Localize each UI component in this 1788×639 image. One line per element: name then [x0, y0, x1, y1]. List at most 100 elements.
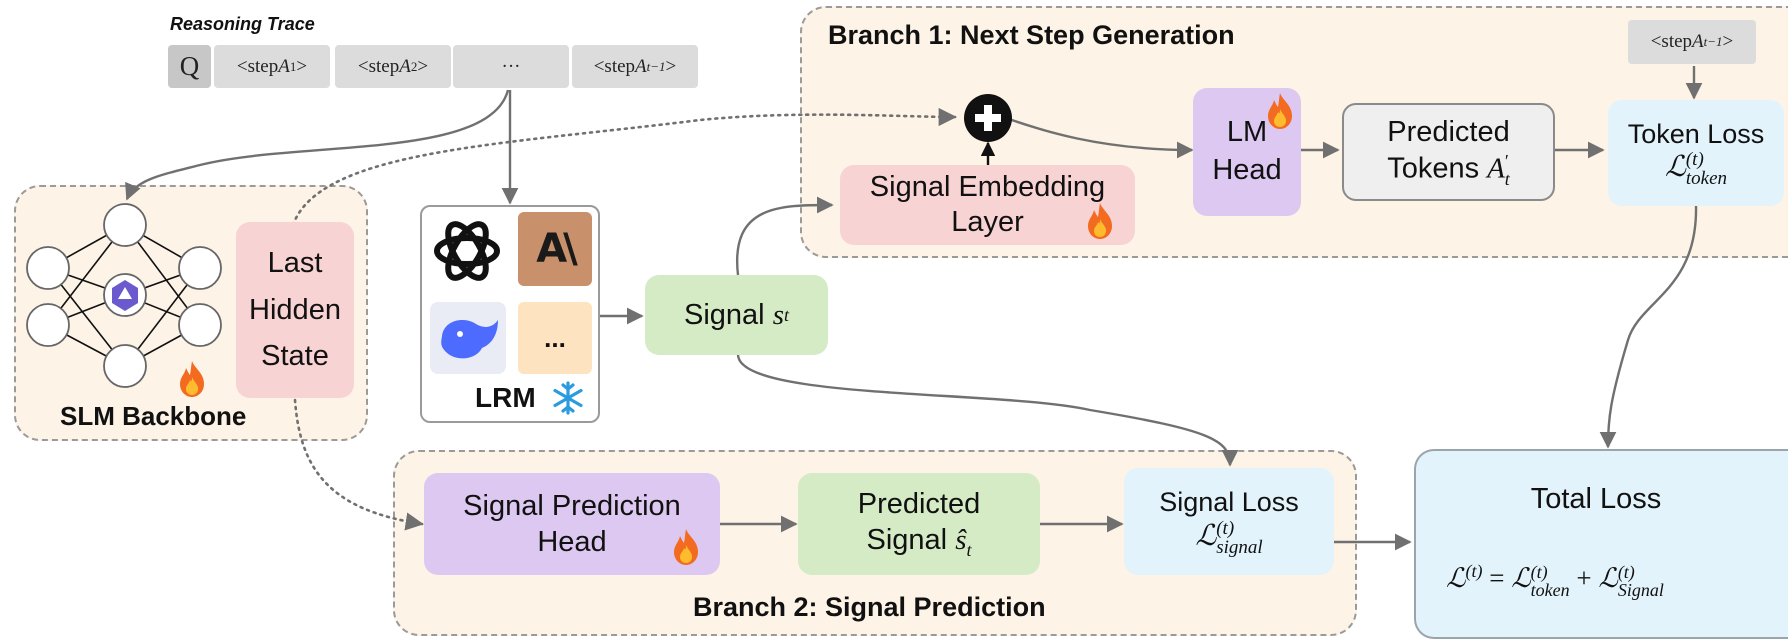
- anthropic-logo-icon: A\: [518, 212, 592, 286]
- arrow-signal-to-signal-loss: [736, 354, 1239, 467]
- predicted-tokens-line2-row: Tokens A′t: [1387, 150, 1510, 190]
- network-nodes: [26, 203, 222, 388]
- predicted-tokens-line2: Tokens: [1387, 152, 1480, 185]
- trace-step-var: A: [278, 55, 290, 77]
- dotted-hidden-to-sighead: [293, 398, 424, 531]
- signal-loss-box: Signal Loss ℒ(t)signal: [1124, 468, 1334, 575]
- trace-step-sub: 2: [410, 58, 418, 74]
- predicted-tokens-line1: Predicted: [1387, 115, 1510, 148]
- signal-head-line2: Head: [537, 526, 607, 558]
- signal-loss-math: ℒ(t)signal: [1195, 519, 1262, 557]
- signal-label: Signal: [684, 298, 765, 331]
- embedding-line1: Signal Embedding: [869, 171, 1106, 204]
- predicted-signal-line2-row: Signal ŝt: [867, 522, 972, 561]
- signal-head-line1: Signal Prediction: [463, 489, 681, 522]
- trace-step-suffix: >: [665, 55, 677, 77]
- signal-loss-label: Signal Loss: [1159, 487, 1299, 518]
- trace-step-suffix: >: [417, 55, 429, 77]
- token-loss-label: Token Loss: [1627, 118, 1765, 149]
- arrow-tokenloss-to-total: [1599, 204, 1698, 449]
- arrow-trace-to-backbone: [125, 89, 510, 201]
- lm-head-line1: LM: [1226, 116, 1268, 149]
- token-loss-sup: (t): [1685, 149, 1704, 171]
- predicted-signal-var: ŝ: [955, 524, 967, 557]
- reasoning-trace-label: Reasoning Trace: [170, 14, 315, 34]
- total-loss-lhs-sup: (t): [1465, 561, 1483, 581]
- token-loss-box: Token Loss ℒ(t)token: [1608, 100, 1784, 206]
- flame-icon-signal-head: [674, 529, 698, 565]
- predicted-tokens-box: Predicted Tokens A′t: [1342, 103, 1555, 201]
- flame-icon-lm-head: [1268, 93, 1292, 129]
- trace-step-prefix: <step: [236, 55, 279, 77]
- more-models-ellipsis: ...: [544, 322, 566, 353]
- openai-logo-icon: [434, 221, 500, 281]
- last-hidden-state-box: Last Hidden State: [236, 222, 354, 398]
- lm-head-line2: Head: [1212, 154, 1282, 186]
- target-step-prefix: <step: [1650, 31, 1693, 52]
- predicted-tokens-sub: t: [1504, 168, 1510, 189]
- target-step-sub: t−1: [1703, 34, 1723, 49]
- total-loss-equation: ℒ(t) = ℒ(t)token + ℒ(t)Signal: [1446, 561, 1664, 599]
- signal-sub: t: [783, 304, 789, 325]
- signal-loss-scripts: (t)signal: [1216, 519, 1262, 557]
- predicted-tokens-var: A: [1487, 152, 1505, 185]
- more-models-box: ...: [518, 302, 592, 374]
- total-loss-token-sup: (t): [1530, 561, 1548, 582]
- arrow-plus-to-lmhead: [1005, 116, 1194, 159]
- signal-loss-sub: signal: [1216, 536, 1263, 558]
- trace-step-var: A: [635, 55, 647, 77]
- backbone-logo-icon: [103, 273, 147, 317]
- hidden-state-line3: State: [261, 340, 329, 373]
- arrow-signal-to-embedding: [735, 196, 834, 276]
- token-loss-sub: token: [1685, 168, 1728, 190]
- signal-loss-sup: (t): [1216, 517, 1235, 539]
- trace-ellipsis-text: ···: [501, 55, 521, 77]
- total-loss-box: Total Loss ℒ(t) = ℒ(t)token + ℒ(t)Signal: [1414, 449, 1788, 639]
- predicted-signal-line1: Predicted: [857, 488, 981, 521]
- predicted-signal-line2: Signal: [866, 524, 948, 557]
- backbone-title: SLM Backbone: [60, 401, 247, 431]
- branch1-title: Branch 1: Next Step Generation: [828, 20, 1235, 50]
- deepseek-logo-icon: [430, 302, 506, 374]
- signal-embedding-layer-box: Signal Embedding Layer: [840, 165, 1135, 245]
- predicted-tokens-prime: ′: [1504, 151, 1509, 172]
- hidden-state-line1: Last: [267, 247, 323, 280]
- anthropic-mark: A\: [536, 226, 578, 272]
- total-loss-signal-scripts: (t)Signal: [1618, 563, 1664, 599]
- signal-loss-sym: ℒ: [1195, 519, 1217, 552]
- trace-step-prefix: <step: [593, 55, 636, 77]
- total-loss-plus: +: [1576, 563, 1592, 593]
- trace-token-q: Q: [168, 45, 211, 88]
- total-loss-signal-sup: (t): [1617, 561, 1635, 582]
- dotted-hidden-to-plus: [291, 107, 957, 227]
- token-loss-math: ℒ(t)token: [1665, 150, 1727, 188]
- target-step-var: A: [1692, 31, 1704, 52]
- trace-step-sub: t−1: [646, 58, 666, 74]
- plus-icon: [964, 94, 1012, 142]
- total-loss-lhs-sym: ℒ: [1446, 563, 1466, 593]
- trace-q-text: Q: [179, 51, 200, 81]
- target-step-suffix: >: [1722, 31, 1734, 52]
- lrm-title: LRM: [475, 382, 536, 413]
- total-loss-eq: =: [1489, 563, 1505, 593]
- predicted-signal-sub: t: [966, 540, 972, 561]
- hidden-state-line2: Hidden: [249, 293, 341, 326]
- embedding-line2: Layer: [951, 206, 1024, 238]
- total-loss-token-scripts: (t)token: [1531, 563, 1570, 599]
- trace-step-sub: 1: [289, 58, 297, 74]
- flame-icon-embedding: [1088, 203, 1112, 239]
- signal-prediction-head-box: Signal Prediction Head: [424, 473, 720, 575]
- trace-step-suffix: >: [296, 55, 308, 77]
- branch2-title: Branch 2: Signal Prediction: [693, 592, 1046, 622]
- snowflake-icon: [553, 381, 583, 415]
- token-loss-sym: ℒ: [1664, 151, 1686, 184]
- total-loss-signal-sym: ℒ: [1598, 563, 1618, 593]
- total-loss-signal-sub: Signal: [1617, 579, 1664, 600]
- predicted-signal-box: Predicted Signal ŝt: [798, 473, 1040, 575]
